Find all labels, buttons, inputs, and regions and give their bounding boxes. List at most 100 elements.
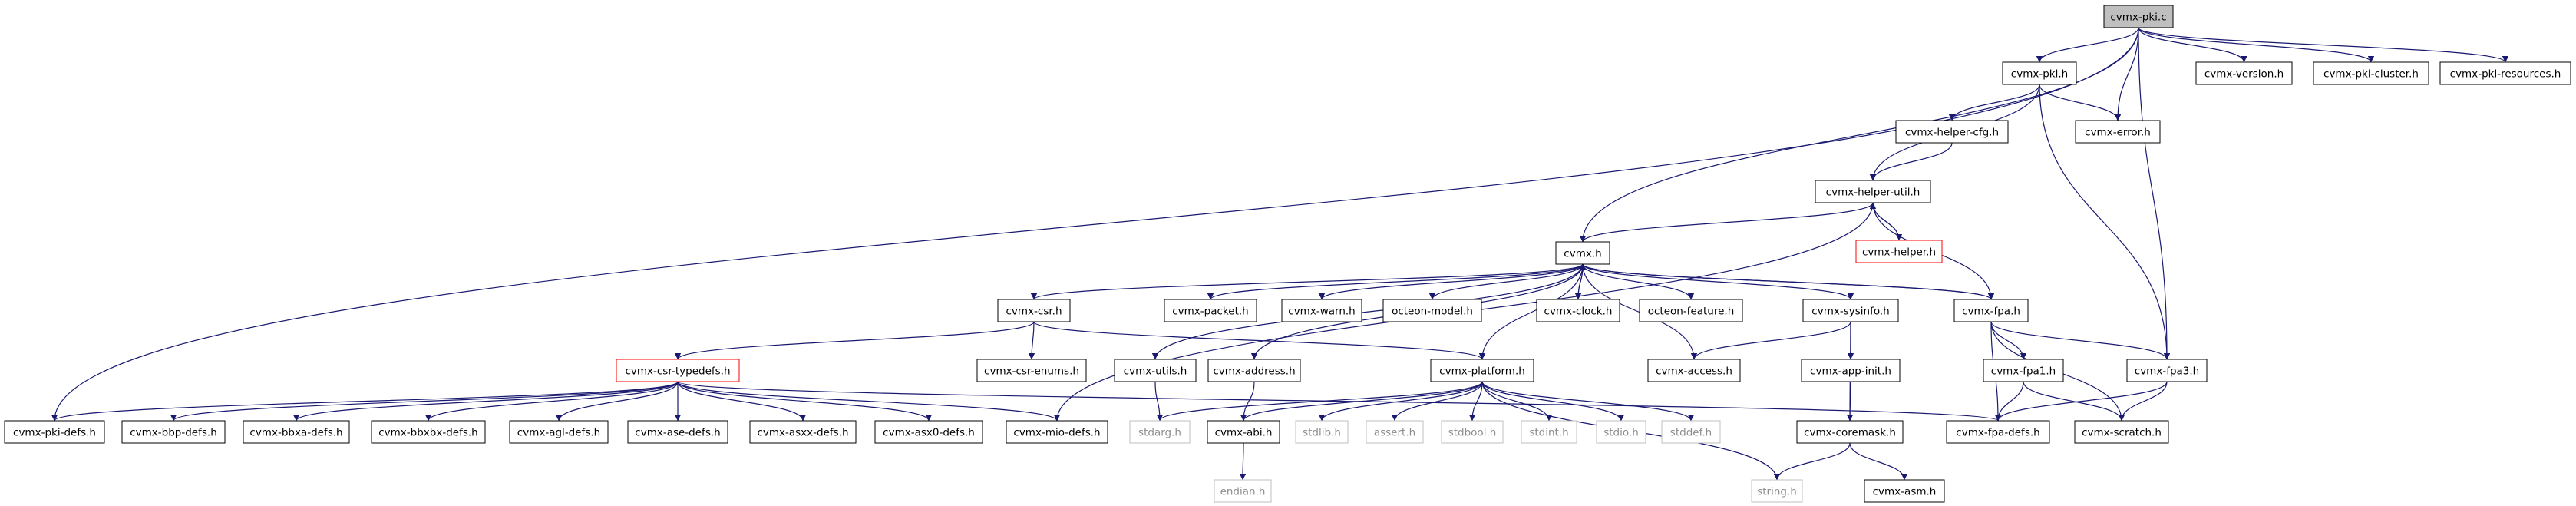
node-box[interactable] bbox=[1295, 420, 1349, 444]
node-cvmx-bbxa-defs-h[interactable]: cvmx-bbxa-defs.h bbox=[243, 420, 350, 444]
node-cvmx-warn-h[interactable]: cvmx-warn.h bbox=[1281, 299, 1362, 322]
node-assert-h[interactable]: assert.h bbox=[1366, 420, 1424, 444]
node-cvmx-platform-h[interactable]: cvmx-platform.h bbox=[1430, 359, 1534, 382]
node-cvmx-csr-h[interactable]: cvmx-csr.h bbox=[997, 299, 1071, 322]
node-box[interactable] bbox=[874, 420, 983, 444]
node-box[interactable] bbox=[243, 420, 350, 444]
node-box[interactable] bbox=[1801, 359, 1901, 382]
node-box[interactable] bbox=[1536, 299, 1620, 322]
node-box[interactable] bbox=[1895, 120, 2009, 144]
node-box[interactable] bbox=[2103, 5, 2174, 28]
node-stddef-h[interactable]: stddef.h bbox=[1661, 420, 1721, 444]
node-cvmx-pki-cluster-h[interactable]: cvmx-pki-cluster.h bbox=[2313, 61, 2429, 85]
node-box[interactable] bbox=[1953, 299, 2029, 322]
node-box[interactable] bbox=[1430, 359, 1534, 382]
node-cvmx-ase-defs-h[interactable]: cvmx-ase-defs.h bbox=[627, 420, 728, 444]
node-box[interactable] bbox=[1006, 420, 1108, 444]
node-cvmx-mio-defs-h[interactable]: cvmx-mio-defs.h bbox=[1006, 420, 1108, 444]
node-box[interactable] bbox=[1207, 420, 1280, 444]
node-cvmx-fpa-defs-h[interactable]: cvmx-fpa-defs.h bbox=[1946, 420, 2050, 444]
node-box[interactable] bbox=[1855, 240, 1943, 263]
node-box[interactable] bbox=[1815, 180, 1931, 203]
node-cvmx-asx0-defs-h[interactable]: cvmx-asx0-defs.h bbox=[874, 420, 983, 444]
node-stdio-h[interactable]: stdio.h bbox=[1596, 420, 1646, 444]
node-cvmx-pki-c[interactable]: cvmx-pki.c bbox=[2103, 5, 2174, 28]
node-box[interactable] bbox=[1661, 420, 1721, 444]
node-cvmx-access-h[interactable]: cvmx-access.h bbox=[1647, 359, 1741, 382]
node-box[interactable] bbox=[1207, 359, 1301, 382]
node-cvmx-coremask-h[interactable]: cvmx-coremask.h bbox=[1796, 420, 1904, 444]
node-box[interactable] bbox=[1751, 479, 1803, 503]
node-box[interactable] bbox=[1129, 420, 1191, 444]
node-cvmx-csr-typedefs-h[interactable]: cvmx-csr-typedefs.h bbox=[616, 359, 740, 382]
node-box[interactable] bbox=[371, 420, 486, 444]
node-box[interactable] bbox=[997, 299, 1071, 322]
node-box[interactable] bbox=[1864, 479, 1945, 503]
node-cvmx-pki-h[interactable]: cvmx-pki.h bbox=[2002, 61, 2077, 85]
node-box[interactable] bbox=[976, 359, 1087, 382]
node-stdint-h[interactable]: stdint.h bbox=[1521, 420, 1577, 444]
node-box[interactable] bbox=[2074, 420, 2169, 444]
node-endian-h[interactable]: endian.h bbox=[1214, 479, 1272, 503]
node-box[interactable] bbox=[1114, 359, 1197, 382]
node-box[interactable] bbox=[1596, 420, 1646, 444]
node-box[interactable] bbox=[2126, 359, 2208, 382]
node-stdarg-h[interactable]: stdarg.h bbox=[1129, 420, 1191, 444]
node-box[interactable] bbox=[1164, 299, 1257, 322]
node-box[interactable] bbox=[1983, 359, 2064, 382]
node-box[interactable] bbox=[4, 420, 105, 444]
node-cvmx-helper-h[interactable]: cvmx-helper.h bbox=[1855, 240, 1943, 263]
node-cvmx-fpa1-h[interactable]: cvmx-fpa1.h bbox=[1983, 359, 2064, 382]
node-cvmx-sysinfo-h[interactable]: cvmx-sysinfo.h bbox=[1802, 299, 1899, 322]
node-box[interactable] bbox=[2075, 120, 2161, 144]
node-box[interactable] bbox=[1555, 241, 1610, 265]
node-box[interactable] bbox=[1441, 420, 1504, 444]
node-string-h[interactable]: string.h bbox=[1751, 479, 1803, 503]
node-cvmx-pki-defs-h[interactable]: cvmx-pki-defs.h bbox=[4, 420, 105, 444]
node-cvmx-fpa-h[interactable]: cvmx-fpa.h bbox=[1953, 299, 2029, 322]
node-box[interactable] bbox=[2313, 61, 2429, 85]
node-box[interactable] bbox=[2439, 61, 2571, 85]
node-cvmx-abi-h[interactable]: cvmx-abi.h bbox=[1207, 420, 1280, 444]
node-box[interactable] bbox=[121, 420, 226, 444]
node-cvmx-bbxbx-defs-h[interactable]: cvmx-bbxbx-defs.h bbox=[371, 420, 486, 444]
node-octeon-feature-h[interactable]: octeon-feature.h bbox=[1639, 299, 1743, 322]
node-box[interactable] bbox=[1366, 420, 1424, 444]
node-cvmx-pki-resources-h[interactable]: cvmx-pki-resources.h bbox=[2439, 61, 2571, 85]
node-box[interactable] bbox=[1946, 420, 2050, 444]
node-cvmx-error-h[interactable]: cvmx-error.h bbox=[2075, 120, 2161, 144]
node-cvmx-helper-util-h[interactable]: cvmx-helper-util.h bbox=[1815, 180, 1931, 203]
node-box[interactable] bbox=[2002, 61, 2077, 85]
node-box[interactable] bbox=[1802, 299, 1899, 322]
node-cvmx-packet-h[interactable]: cvmx-packet.h bbox=[1164, 299, 1257, 322]
node-box[interactable] bbox=[1214, 479, 1272, 503]
node-cvmx-fpa3-h[interactable]: cvmx-fpa3.h bbox=[2126, 359, 2208, 382]
node-box[interactable] bbox=[627, 420, 728, 444]
node-cvmx-address-h[interactable]: cvmx-address.h bbox=[1207, 359, 1301, 382]
node-cvmx-scratch-h[interactable]: cvmx-scratch.h bbox=[2074, 420, 2169, 444]
node-cvmx-h[interactable]: cvmx.h bbox=[1555, 241, 1610, 265]
node-box[interactable] bbox=[1647, 359, 1741, 382]
node-cvmx-clock-h[interactable]: cvmx-clock.h bbox=[1536, 299, 1620, 322]
node-box[interactable] bbox=[2195, 61, 2293, 85]
node-box[interactable] bbox=[1639, 299, 1743, 322]
node-box[interactable] bbox=[616, 359, 740, 382]
node-cvmx-app-init-h[interactable]: cvmx-app-init.h bbox=[1801, 359, 1901, 382]
node-box[interactable] bbox=[1281, 299, 1362, 322]
node-box[interactable] bbox=[509, 420, 609, 444]
node-cvmx-asxx-defs-h[interactable]: cvmx-asxx-defs.h bbox=[749, 420, 857, 444]
node-stdbool-h[interactable]: stdbool.h bbox=[1441, 420, 1504, 444]
node-stdlib-h[interactable]: stdlib.h bbox=[1295, 420, 1349, 444]
node-cvmx-utils-h[interactable]: cvmx-utils.h bbox=[1114, 359, 1197, 382]
node-box[interactable] bbox=[1521, 420, 1577, 444]
node-cvmx-asm-h[interactable]: cvmx-asm.h bbox=[1864, 479, 1945, 503]
node-cvmx-bbp-defs-h[interactable]: cvmx-bbp-defs.h bbox=[121, 420, 226, 444]
node-cvmx-agl-defs-h[interactable]: cvmx-agl-defs.h bbox=[509, 420, 609, 444]
node-octeon-model-h[interactable]: octeon-model.h bbox=[1382, 299, 1482, 322]
node-box[interactable] bbox=[1796, 420, 1904, 444]
node-cvmx-csr-enums-h[interactable]: cvmx-csr-enums.h bbox=[976, 359, 1087, 382]
node-box[interactable] bbox=[1382, 299, 1482, 322]
node-cvmx-version-h[interactable]: cvmx-version.h bbox=[2195, 61, 2293, 85]
node-cvmx-helper-cfg-h[interactable]: cvmx-helper-cfg.h bbox=[1895, 120, 2009, 144]
node-box[interactable] bbox=[749, 420, 857, 444]
